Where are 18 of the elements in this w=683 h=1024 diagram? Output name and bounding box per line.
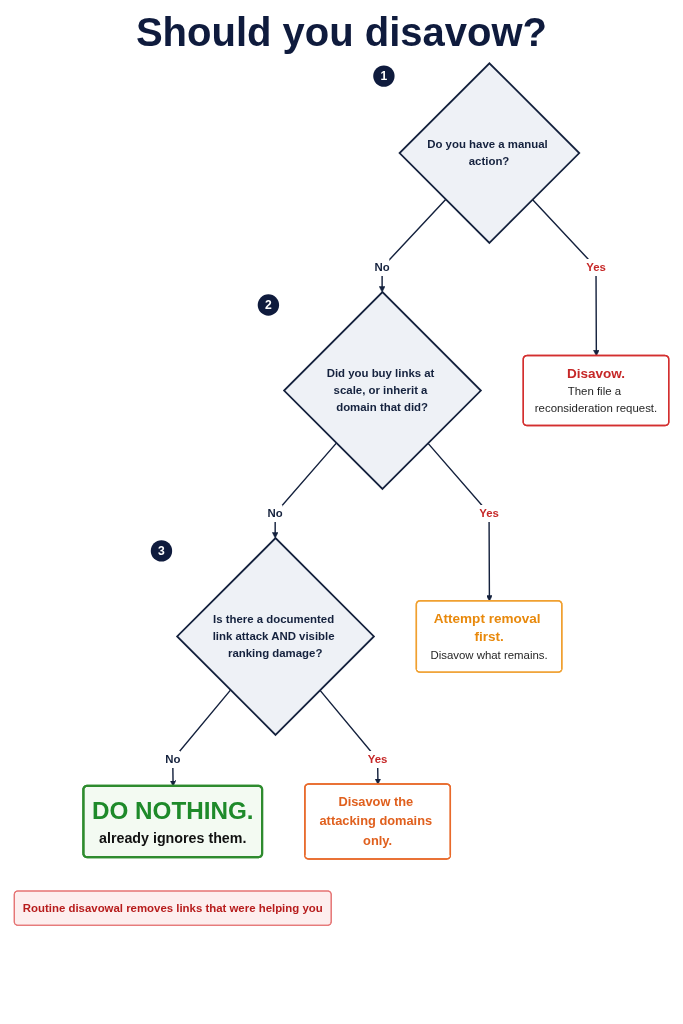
edge-label: Yes [479,507,499,520]
arrow [379,198,447,293]
arrow [272,442,338,539]
edge-label: Yes [586,261,606,274]
step-number: 2 [257,294,280,316]
title: Should you disavow? [135,10,548,55]
arrow [427,442,493,602]
node-diamond: Is there a documented link attack AND visible ranking damage? [175,536,376,737]
edge-label: No [267,507,283,520]
node-diamond: Did you buy links at scale, or inherit a domain that did? [282,290,483,491]
arrow [319,689,381,785]
step-number: 1 [373,65,395,87]
node-diamond: Do you have a manual action? [398,62,581,245]
edge-label: No [374,261,390,274]
edge-label: Yes [367,753,388,766]
step-number: 3 [150,540,173,562]
arrow [531,198,600,357]
edge-label: No [165,753,181,766]
